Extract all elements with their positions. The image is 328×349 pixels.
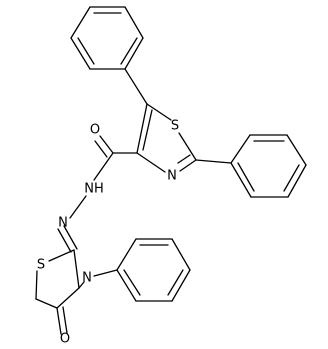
bond-c2-phenyl [195,159,232,164]
atom-nh-hydrazide: NH [84,182,104,197]
phenyl-ring-right [230,134,307,198]
phenyl-ring-bottom [116,238,191,302]
bond-carbonyl-nh [93,152,114,181]
atom-s-thiazolidinone: S [37,258,45,273]
atom-n-thiazole: N [167,169,177,184]
bond-nh-n [69,195,87,219]
thiazole-ring [136,103,197,173]
atom-s-thiazole: S [171,119,179,134]
bond-n-phenyl [93,269,118,277]
bond-carbonyl-o [99,135,114,154]
thiazolidinone-ring [35,249,85,309]
atom-n-hydrazone: N [58,216,68,231]
bond-ketone-double-a [56,307,62,335]
bond-n-c2-double-a [57,228,72,253]
bond-n-c2-double-b [63,225,78,250]
atom-o-ketone: O [60,332,70,347]
atom-o-amide: O [90,123,100,138]
bond-phenyl-c5 [124,68,148,105]
atom-n-thiazolidinone: N [82,271,92,286]
bond-ketone-double-b [62,306,68,334]
phenyl-ring-top [70,6,144,70]
bond-carbonyl-o-double [94,140,108,158]
